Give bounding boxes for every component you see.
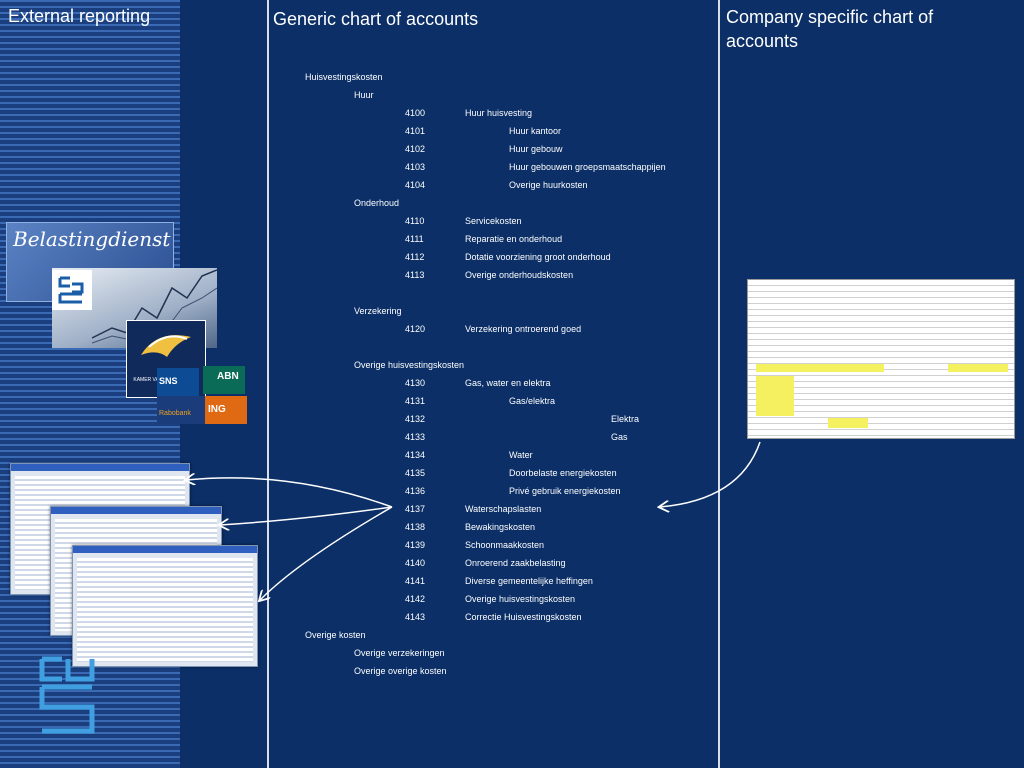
account-name: Huur huisvesting [465,108,533,118]
account-code: 4139 [405,540,426,550]
divider-right [718,0,720,768]
account-code: 4143 [405,612,426,622]
account-name: Schoonmaakkosten [465,540,545,550]
account-name: Privé gebruik energiekosten [509,486,621,496]
account-name: Gas/elektra [509,396,556,406]
account-code: 4133 [405,432,426,442]
kvk-emblem-icon [141,335,191,357]
account-name: Huisvestingskosten [305,72,383,82]
sns-logo: SNS [157,368,199,396]
account-name: Gas [611,432,628,442]
cbs-small-logo [52,270,92,310]
account-name: Overige overige kosten [354,666,447,676]
account-name: Huur [354,90,374,100]
account-name: Bewakingskosten [465,522,536,532]
account-code: 4131 [405,396,426,406]
account-name: Overige verzekeringen [354,648,445,658]
ing-logo: ING [205,396,247,424]
account-name: Elektra [611,414,640,424]
account-name: Overige huisvestingskosten [354,360,465,370]
account-code: 4101 [405,126,426,136]
account-name: Water [509,450,533,460]
account-name: Servicekosten [465,216,522,226]
account-code: 4134 [405,450,426,460]
cbs-logo-icon [39,656,95,734]
software-screenshot-3 [72,545,258,667]
generic-chart-title: Generic chart of accounts [273,9,479,29]
account-name: Doorbelaste energiekosten [509,468,617,478]
account-code: 4113 [405,270,425,280]
rabobank-logo: Rabobank [157,396,205,424]
account-name: Reparatie en onderhoud [465,234,563,244]
account-code: 4137 [405,504,426,514]
account-code: 4104 [405,180,426,190]
account-name: Overige huurkosten [509,180,588,190]
account-code: 4103 [405,162,426,172]
account-code: 4111 [405,234,424,244]
account-name: Verzekering [354,306,402,316]
account-name: Overige huisvestingskosten [465,594,576,604]
account-name: Gas, water en elektra [465,378,551,388]
abn-logo: ABN [203,366,245,394]
account-name: Huur kantoor [509,126,562,136]
account-code: 4100 [405,108,426,118]
account-name: Huur gebouwen groepsmaatschappijen [509,162,666,172]
account-code: 4140 [405,558,426,568]
account-name: Diverse gemeentelijke heffingen [465,576,593,586]
account-code: 4136 [405,486,426,496]
account-code: 4138 [405,522,426,532]
account-name: Overige onderhoudskosten [465,270,574,280]
account-code: 4112 [405,252,425,262]
account-name: Waterschapslasten [465,504,542,514]
account-name: Verzekering ontroerend goed [465,324,582,334]
account-code: 4141 [405,576,426,586]
external-reporting-title: External reporting [8,6,151,26]
account-code: 4132 [405,414,426,424]
account-name: Huur gebouw [509,144,563,154]
account-name: Onderhoud [354,198,400,208]
account-code: 4110 [405,216,425,226]
account-code: 4142 [405,594,426,604]
divider-left [267,0,269,768]
company-chart-title: Company specific chart of accounts [726,7,934,51]
account-name: Overige kosten [305,630,366,640]
account-name: Onroerend zaakbelasting [465,558,566,568]
account-code: 4135 [405,468,426,478]
account-code: 4102 [405,144,426,154]
account-code: 4120 [405,324,426,334]
company-spreadsheet-image [747,279,1015,439]
account-name: Correctie Huisvestingskosten [465,612,582,622]
account-code: 4130 [405,378,426,388]
account-name: Dotatie voorziening groot onderhoud [465,252,611,262]
